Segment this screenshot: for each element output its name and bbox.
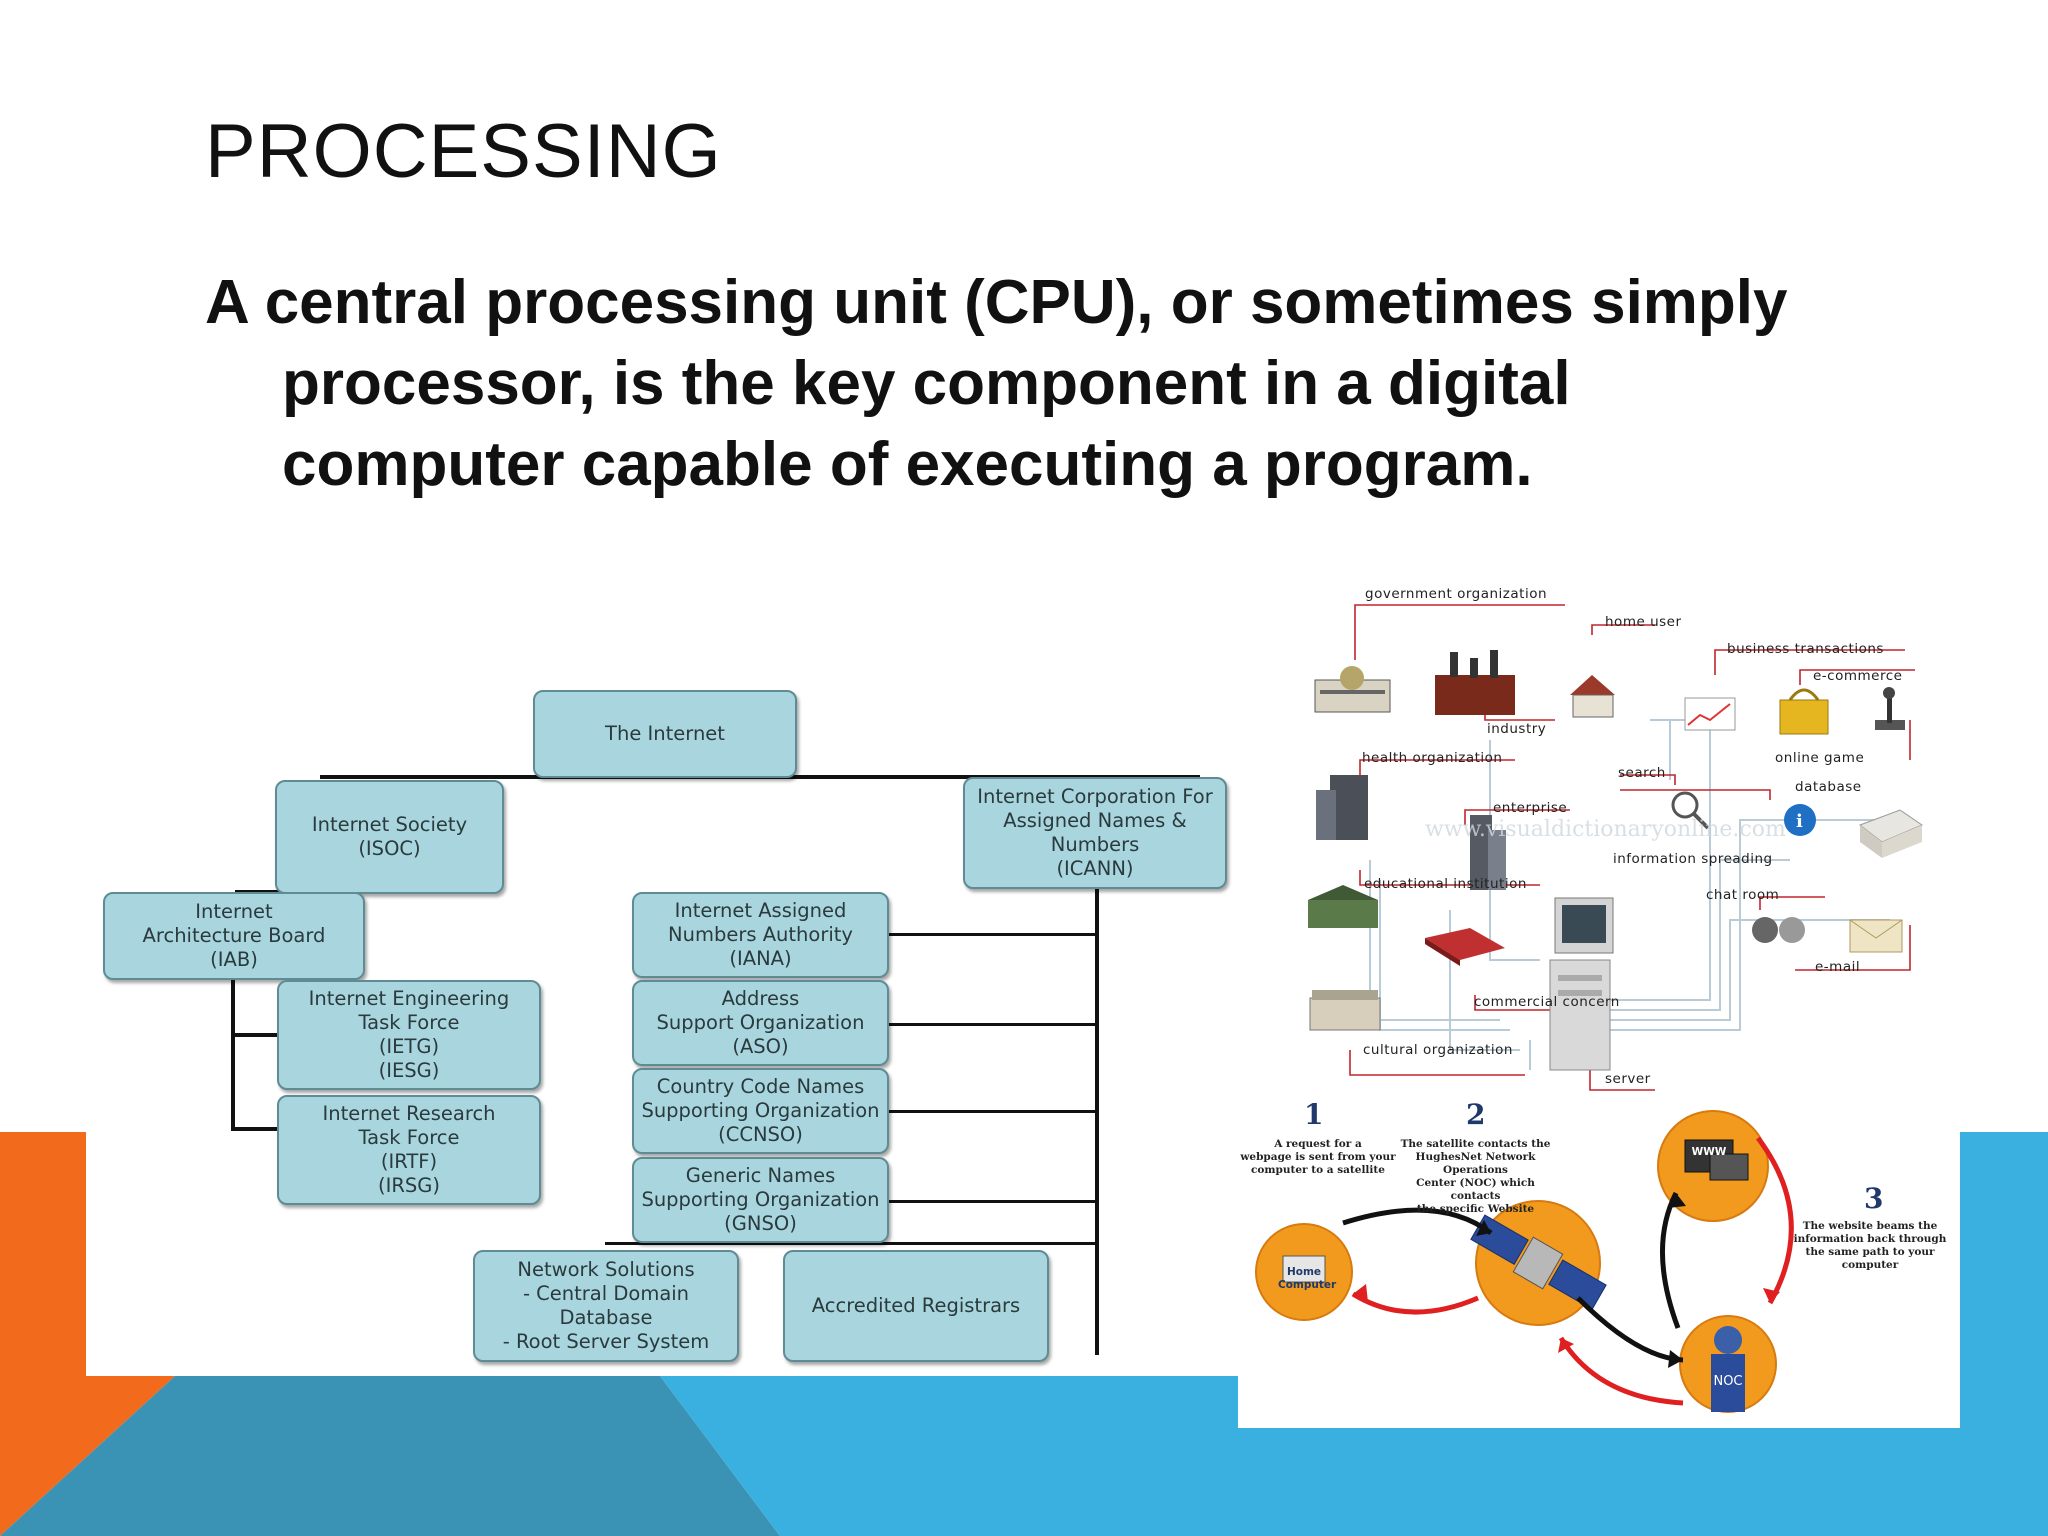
slide-body-text: A central processing unit (CPU), or some… <box>205 268 1788 499</box>
noc-label: NOC <box>1713 1374 1743 1389</box>
node-gnso: Generic Names Supporting Organization (G… <box>632 1157 889 1243</box>
database-box-icon <box>1858 809 1924 858</box>
office-tower-icon <box>1470 815 1506 890</box>
internet-uses-network-diagram: i www.visualdictionaryonline.com governm… <box>1290 580 1930 1100</box>
label-search: search <box>1618 765 1666 781</box>
orange-corner-shape <box>0 1132 175 1536</box>
label-enterprise: enterprise <box>1493 800 1568 816</box>
label-online-game: online game <box>1775 750 1865 766</box>
label-server: server <box>1605 1071 1651 1087</box>
watermark-text: www.visualdictionaryonline.com <box>1425 817 1786 842</box>
label-business: business transactions <box>1727 641 1884 657</box>
node-network-solutions: Network Solutions - Central Domain Datab… <box>473 1250 739 1362</box>
node-aso: Address Support Organization (ASO) <box>632 980 889 1066</box>
step-1-number: 1 <box>1304 1098 1324 1131</box>
step-1-text: A request for a webpage is sent from you… <box>1240 1138 1396 1176</box>
connector-line <box>885 1200 1097 1203</box>
magnifier-icon <box>1671 791 1710 830</box>
info-icon: i <box>1784 804 1816 836</box>
school-building-icon <box>1308 885 1378 928</box>
internet-governance-org-chart: The Internet Internet Society (ISOC) Int… <box>95 680 1245 1380</box>
label-home-user: home user <box>1605 614 1682 630</box>
factory-icon <box>1435 650 1515 715</box>
www-label: WWW <box>1691 1146 1727 1158</box>
step-3-text: The website beams the information back t… <box>1793 1220 1947 1271</box>
noc-building-icon <box>1711 1354 1745 1412</box>
joystick-icon <box>1875 687 1905 730</box>
envelope-icon <box>1849 919 1903 953</box>
label-cultural: cultural organization <box>1363 1042 1513 1058</box>
label-database: database <box>1795 779 1862 795</box>
node-icann: Internet Corporation For Assigned Names … <box>963 777 1227 889</box>
svg-text:i: i <box>1796 811 1803 832</box>
connector-line <box>885 1023 1097 1026</box>
connector-line <box>605 1242 1099 1245</box>
label-educational: educational institution <box>1364 876 1527 892</box>
node-the-internet: The Internet <box>533 690 797 778</box>
satellite-internet-diagram: 1 A request for a webpage is sent from y… <box>1238 1098 1960 1428</box>
home-computer-icon <box>1282 1255 1326 1283</box>
label-government: government organization <box>1365 586 1548 602</box>
business-chart-icon <box>1684 697 1736 731</box>
museum-building-icon <box>1309 990 1381 1031</box>
arrow-request <box>1342 1207 1493 1235</box>
blue-band-dark <box>0 1376 780 1536</box>
government-building-icon <box>1314 666 1391 713</box>
step-3-number: 3 <box>1864 1182 1884 1215</box>
satellite-graphics <box>1255 1110 1794 1413</box>
blue-band-light <box>660 1132 2048 1536</box>
shopping-bag-icon <box>1779 688 1829 735</box>
label-email: e-mail <box>1815 959 1861 975</box>
server-tower-icon <box>1549 959 1611 1071</box>
chat-heads-icon <box>1752 917 1805 943</box>
label-industry: industry <box>1487 721 1547 737</box>
node-ccnso: Country Code Names Supporting Organizati… <box>632 1068 889 1154</box>
home-computer-label: Home Computer <box>1278 1266 1337 1291</box>
connector-line <box>1095 885 1099 1355</box>
arrow-back-www <box>1755 1136 1794 1305</box>
node-irtf: Internet Research Task Force (IRTF) (IRS… <box>277 1095 541 1205</box>
connector-line <box>885 933 1097 936</box>
label-chat-room: chat room <box>1706 887 1780 903</box>
arrow-back-noc <box>1558 1336 1684 1406</box>
slide-title: PROCESSING <box>205 109 722 194</box>
step-2-number: 2 <box>1466 1098 1486 1131</box>
label-ecommerce: e-commerce <box>1813 668 1903 684</box>
house-icon <box>1570 675 1615 718</box>
label-health: health organization <box>1362 750 1503 766</box>
step-2-text: The satellite contacts the HughesNet Net… <box>1400 1138 1551 1215</box>
node-iana: Internet Assigned Numbers Authority (IAN… <box>632 892 889 978</box>
router-icon <box>1425 928 1505 966</box>
arrow-back-home <box>1351 1291 1479 1315</box>
connector-line <box>885 1110 1097 1113</box>
node-internet-society: Internet Society (ISOC) <box>275 780 504 894</box>
label-info-spreading: information spreading <box>1613 851 1773 867</box>
dish-icon <box>1714 1326 1742 1354</box>
label-commercial: commercial concern <box>1474 994 1620 1010</box>
node-iab: Internet Architecture Board (IAB) <box>103 892 365 980</box>
network-wiring: i www.visualdictionaryonline.com <box>1308 604 1924 1091</box>
connector-line <box>231 976 235 1130</box>
crt-monitor-icon <box>1554 897 1614 954</box>
node-ietf: Internet Engineering Task Force (IETG) (… <box>277 980 541 1090</box>
arrow-to-www <box>1660 1191 1681 1329</box>
hospital-tower-icon <box>1316 775 1368 840</box>
node-accredited-registrars: Accredited Registrars <box>783 1250 1049 1362</box>
